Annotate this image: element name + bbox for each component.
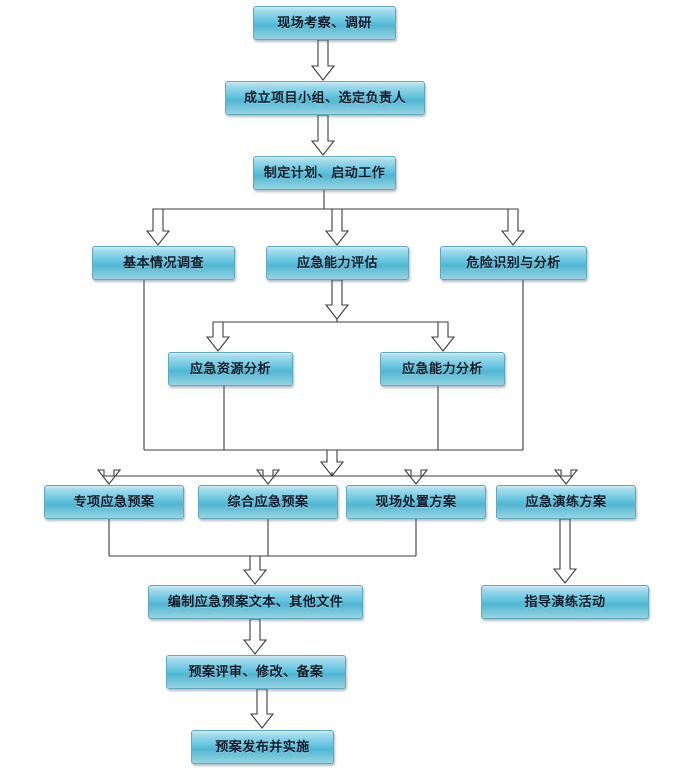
flow-node-n13[interactable]: 编制应急预案文本、其他文件 — [148, 585, 363, 619]
edge-merge-to-doc — [108, 519, 417, 585]
flow-node-label: 现场处置方案 — [375, 494, 457, 510]
flow-node-n7[interactable]: 应急资源分析 — [168, 352, 293, 386]
flow-node-n6[interactable]: 危险识别与分析 — [440, 246, 587, 280]
edge-arrow-n13-n15 — [242, 618, 268, 655]
edge-arrow-n2-n3 — [310, 114, 336, 156]
flow-node-n2[interactable]: 成立项目小组、选定负责人 — [225, 81, 425, 115]
flow-node-label: 应急能力分析 — [401, 361, 483, 377]
flow-node-n5[interactable]: 应急能力评估 — [266, 246, 409, 280]
flow-node-label: 指导演练活动 — [524, 594, 606, 610]
flow-node-label: 基本情况调查 — [122, 255, 204, 271]
flow-node-label: 编制应急预案文本、其他文件 — [167, 594, 344, 610]
flow-node-n16[interactable]: 预案发布并实施 — [191, 730, 334, 764]
flow-node-n4[interactable]: 基本情况调查 — [92, 246, 235, 280]
flow-node-label: 综合应急预案 — [227, 494, 309, 510]
edge-merge-to-plans — [143, 280, 524, 477]
flow-node-n14[interactable]: 指导演练活动 — [481, 585, 649, 619]
flow-node-label: 应急能力评估 — [296, 255, 378, 271]
edge-bus-n5-analysis — [205, 279, 456, 352]
flow-node-label: 预案发布并实施 — [215, 739, 310, 755]
flow-node-label: 应急演练方案 — [525, 494, 607, 510]
edge-arrow-n1-n2 — [310, 39, 336, 81]
edge-arrow-n15-n16 — [249, 688, 275, 729]
flow-node-n3[interactable]: 制定计划、启动工作 — [253, 156, 396, 190]
flow-node-n9[interactable]: 专项应急预案 — [44, 485, 184, 519]
flow-node-n12[interactable]: 应急演练方案 — [496, 485, 636, 519]
edge-arrow-n12-n14 — [552, 518, 578, 584]
flow-node-label: 现场考察、调研 — [277, 15, 372, 31]
flow-node-n11[interactable]: 现场处置方案 — [346, 485, 486, 519]
flow-node-label: 成立项目小组、选定负责人 — [243, 90, 406, 106]
flow-node-n15[interactable]: 预案评审、修改、备案 — [166, 655, 346, 689]
edge-bus-plans — [96, 469, 579, 485]
edge-bus-n3-row3 — [145, 190, 526, 246]
flow-node-label: 专项应急预案 — [73, 494, 155, 510]
flow-node-label: 预案评审、修改、备案 — [188, 664, 324, 680]
flow-node-label: 应急资源分析 — [189, 361, 271, 377]
flow-node-label: 危险识别与分析 — [466, 255, 561, 271]
flow-node-n10[interactable]: 综合应急预案 — [198, 485, 338, 519]
flow-node-n8[interactable]: 应急能力分析 — [380, 352, 505, 386]
flow-node-label: 制定计划、启动工作 — [263, 165, 386, 181]
flow-node-n1[interactable]: 现场考察、调研 — [253, 6, 396, 40]
